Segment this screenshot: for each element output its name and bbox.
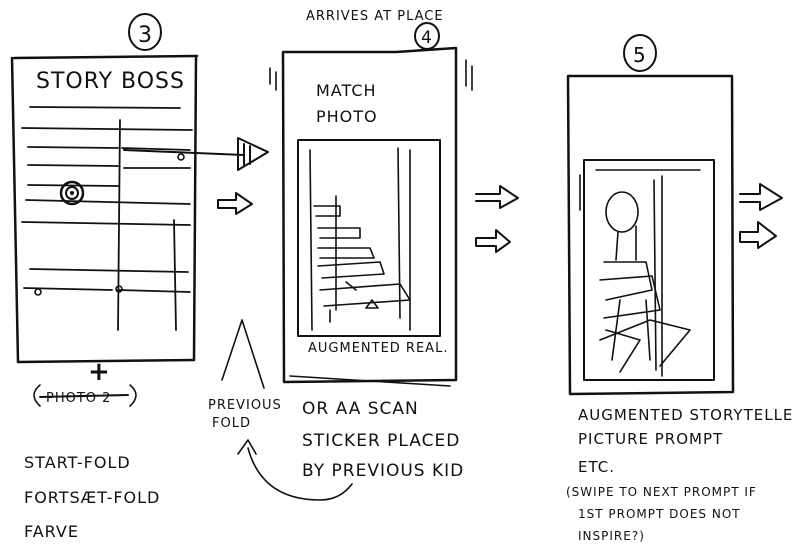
aside-line: 1ST PROMPT DOES NOT <box>578 507 741 521</box>
curved-arrow <box>247 447 353 501</box>
screen-4: ARRIVES AT PLACE 4 MATCH PHOTO <box>208 9 473 501</box>
note-line: AUGMENTED STORYTELLER <box>578 406 792 424</box>
pin-dot <box>115 285 123 293</box>
aside-line: (SWIPE TO NEXT PROMPT IF <box>566 485 757 499</box>
storyteller-figure <box>599 175 691 377</box>
arrow-head-icon <box>237 439 257 455</box>
phone-outline <box>269 46 473 387</box>
arrives-note: ARRIVES AT PLACE <box>306 9 444 24</box>
arrow-right-icon <box>475 229 511 253</box>
augmented-real-label: AUGMENTED REAL. <box>308 341 448 356</box>
note-line: START-FOLD <box>24 453 131 472</box>
target-icon <box>59 180 85 206</box>
screen-title: PHOTO <box>316 107 378 126</box>
arrow-right-icon <box>739 221 777 249</box>
camera-viewfinder <box>297 139 441 337</box>
screen-number-circle <box>128 13 162 51</box>
screen-5: 5 AUGMENTED STORYTELLER PICTURE PROMPT E… <box>566 34 792 543</box>
previous-fold-note: PREVIOUS <box>208 398 282 413</box>
previous-fold-note: FOLD <box>212 416 251 431</box>
arrow-right-icon <box>123 137 269 171</box>
note-line: ETC. <box>578 458 615 476</box>
struck-label: PHOTO 2 <box>33 384 137 407</box>
screen-number: 5 <box>633 43 647 67</box>
screen-number: 3 <box>138 23 153 48</box>
arrow-right-icon <box>217 192 253 215</box>
screen-3: 3 STORY BOSS <box>10 13 199 541</box>
list-lines <box>21 106 193 331</box>
arrow-right-icon <box>475 185 519 209</box>
screen-number-circle <box>623 34 657 72</box>
phone-outline <box>10 54 199 364</box>
pin-dot <box>177 153 185 161</box>
screen-title: STORY BOSS <box>36 69 185 94</box>
note-line: OR AA SCAN <box>302 399 419 419</box>
note-line: STICKER PLACED <box>302 431 460 451</box>
screen-title: MATCH <box>316 81 377 100</box>
note-line: BY PREVIOUS KID <box>302 461 464 481</box>
note-line: PICTURE PROMPT <box>578 430 723 448</box>
plus-sign: + <box>88 357 111 387</box>
pin-dot <box>34 288 42 296</box>
phone-outline <box>566 74 735 396</box>
camera-viewfinder <box>579 159 715 381</box>
arrow-right-icon <box>739 183 783 211</box>
aside-line: INSPIRE?) <box>578 529 645 543</box>
fold-pointer <box>221 319 265 389</box>
note-line: FORTSÆT-FOLD <box>24 488 160 507</box>
screen-number: 4 <box>421 28 433 48</box>
note-line: FARVE <box>24 522 79 541</box>
svg-text:PHOTO 2: PHOTO 2 <box>46 391 111 406</box>
